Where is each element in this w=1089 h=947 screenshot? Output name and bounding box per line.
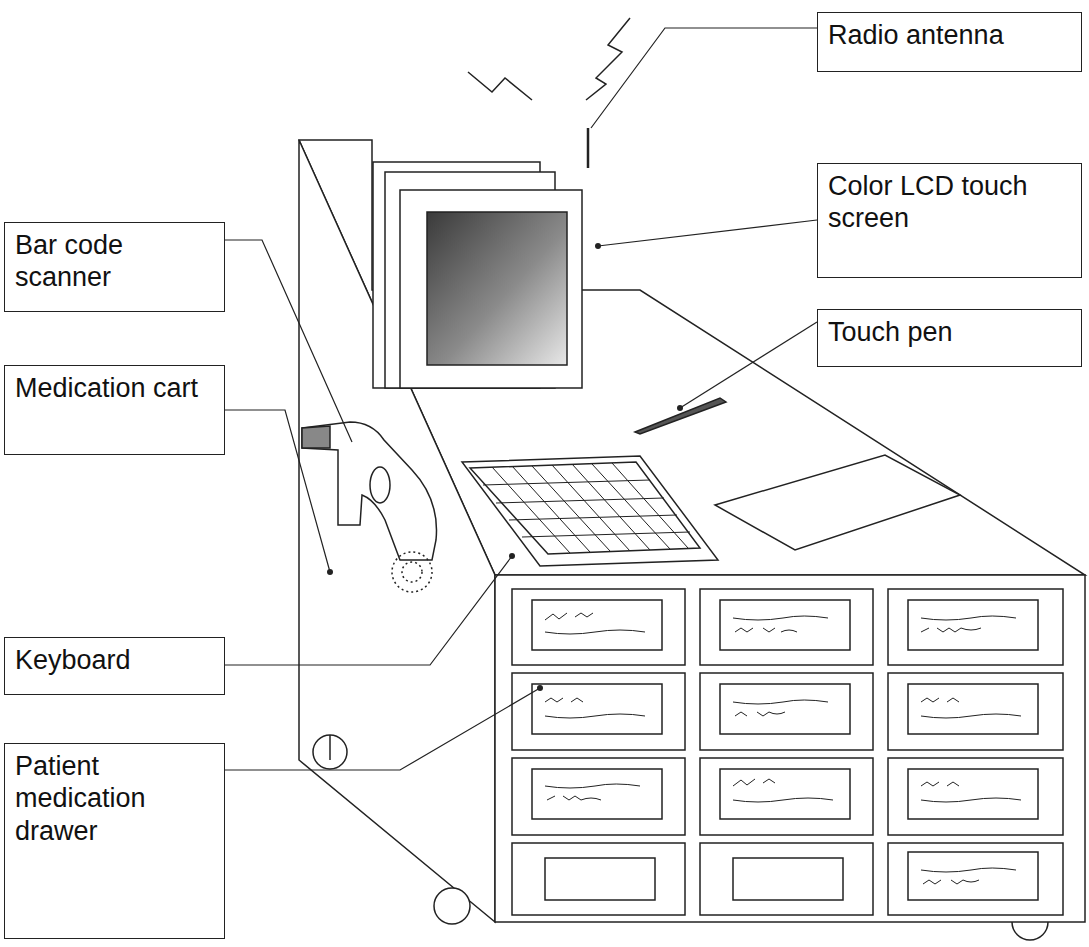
signal-zigzag — [586, 18, 630, 100]
wheel — [313, 735, 347, 769]
callout-label: Keyboard — [15, 644, 214, 676]
cart-front — [495, 575, 1085, 922]
antenna — [587, 128, 590, 168]
callout-box: Patient medication drawer — [4, 743, 225, 939]
key-grid — [483, 463, 690, 553]
callout-box: Radio antenna — [817, 12, 1082, 72]
callout-box: Touch pen — [817, 309, 1082, 367]
callout-label: Color LCD touch screen — [828, 170, 1071, 235]
wheel — [434, 888, 470, 924]
scanner-holder — [402, 562, 422, 582]
touch-pad — [715, 455, 960, 550]
monitor-front — [400, 190, 582, 388]
callout-box: Medication cart — [4, 365, 225, 455]
leader-lines — [225, 28, 817, 770]
keyboard-keys — [470, 462, 700, 554]
callout-box: Bar code scanner — [4, 222, 225, 312]
callout-box: Keyboard — [4, 637, 225, 695]
signal-zigzag — [468, 72, 532, 100]
cart-top — [299, 140, 1085, 575]
scanner-window — [302, 426, 330, 448]
wheel — [1012, 922, 1048, 940]
callout-label: Touch pen — [828, 316, 1071, 348]
leader-dots — [327, 243, 683, 691]
callout-label: Patient medication drawer — [15, 750, 214, 847]
callout-label: Radio antenna — [828, 19, 1071, 51]
scanner-trigger — [370, 467, 390, 503]
barcode-scanner — [302, 422, 437, 560]
touch-pen — [635, 398, 726, 434]
keyboard — [462, 456, 718, 566]
callout-label: Medication cart — [15, 372, 214, 404]
lcd-screen — [427, 212, 567, 365]
scanner-holder — [392, 552, 432, 592]
callout-box: Color LCD touch screen — [817, 163, 1082, 278]
drawer-scribbles — [545, 613, 1021, 884]
callout-label: Bar code scanner — [15, 229, 214, 294]
drawers — [512, 589, 1063, 915]
wheel-post — [329, 735, 331, 760]
